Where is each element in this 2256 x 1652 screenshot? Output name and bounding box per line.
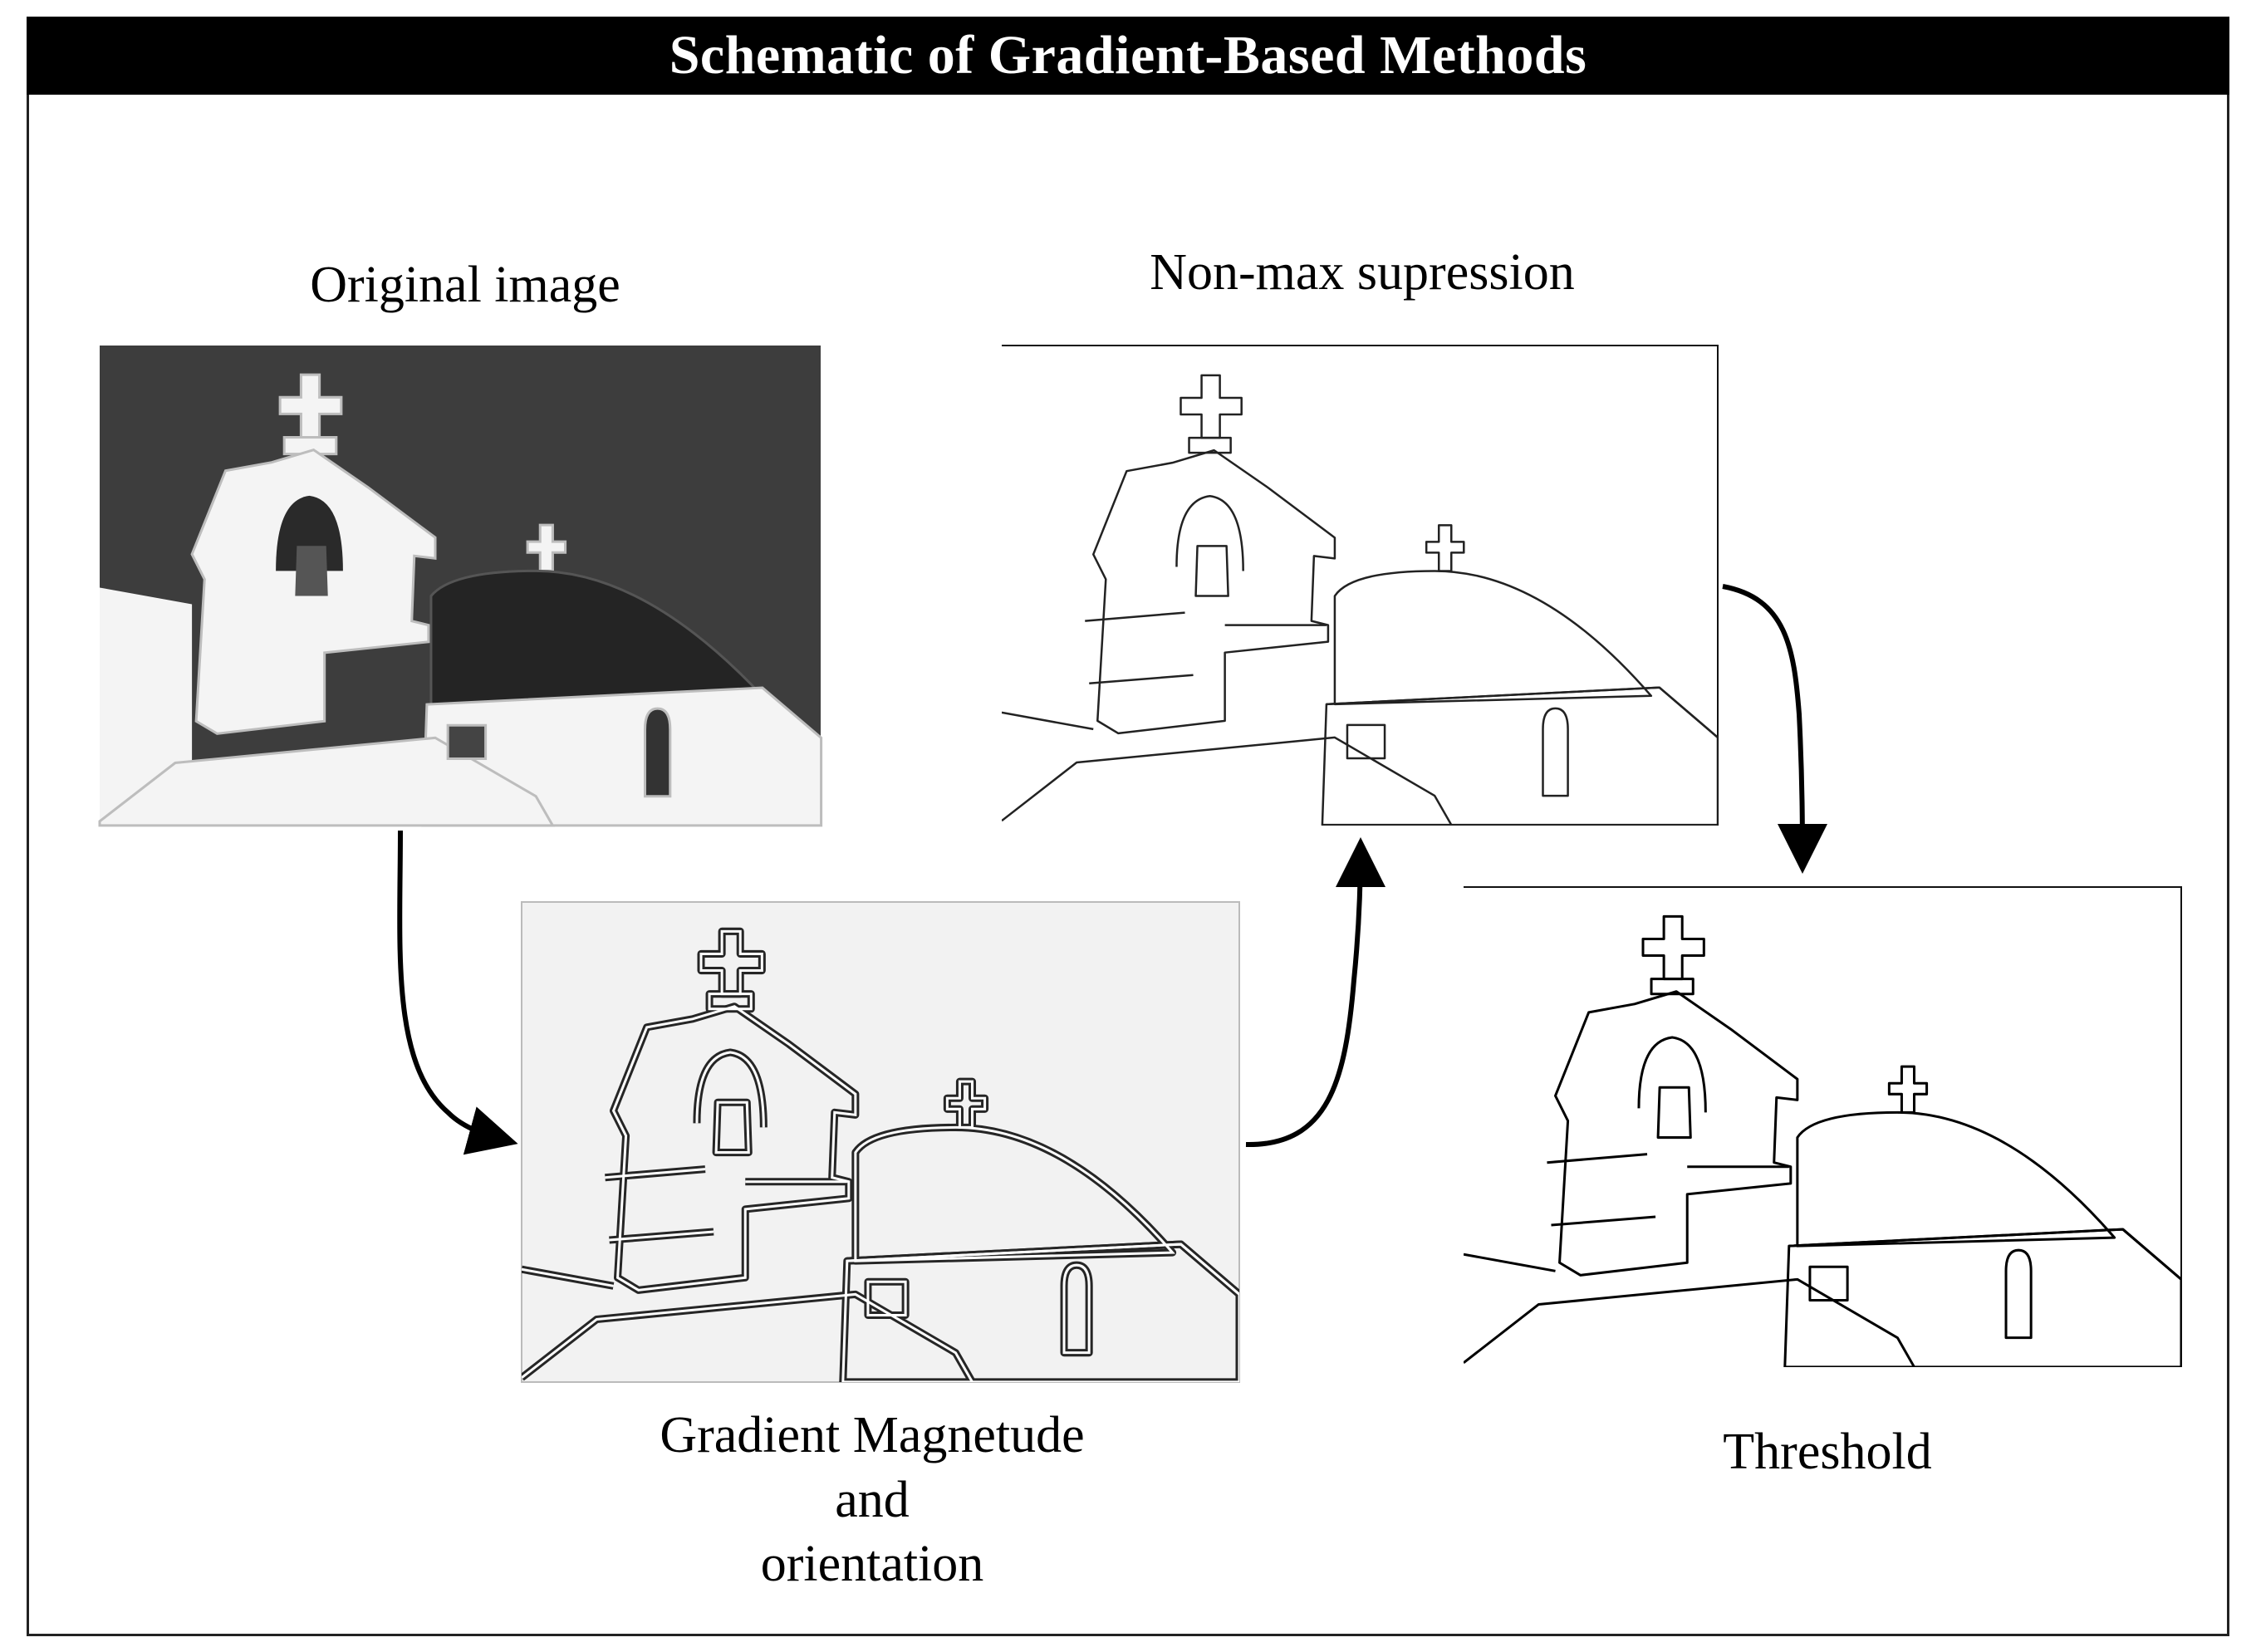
threshold-label: Threshold <box>1723 1424 1932 1480</box>
title-bar: Schematic of Gradient-Based Methods <box>27 17 2229 95</box>
original-image <box>98 346 823 827</box>
nonmax-suppression-image <box>1002 345 1719 826</box>
arrow-original-to-gradient <box>397 830 518 1155</box>
arrow-nonmax-to-threshold <box>1722 584 1827 874</box>
original-image-label: Original image <box>310 257 620 313</box>
gradient-label-line-2: and <box>835 1471 910 1528</box>
gradient-magnitude-image <box>521 901 1240 1383</box>
arrow-gradient-to-nonmax <box>1245 837 1385 1148</box>
gradient-label: Gradient Magnetude and orientation <box>581 1404 1163 1597</box>
gradient-label-line-3: orientation <box>760 1536 984 1592</box>
nonmax-suppression-label: Non-max supression <box>1150 244 1575 301</box>
threshold-image <box>1464 886 2182 1367</box>
gradient-label-line-1: Gradient Magnetude <box>660 1407 1085 1463</box>
figure-title: Schematic of Gradient-Based Methods <box>669 25 1587 86</box>
